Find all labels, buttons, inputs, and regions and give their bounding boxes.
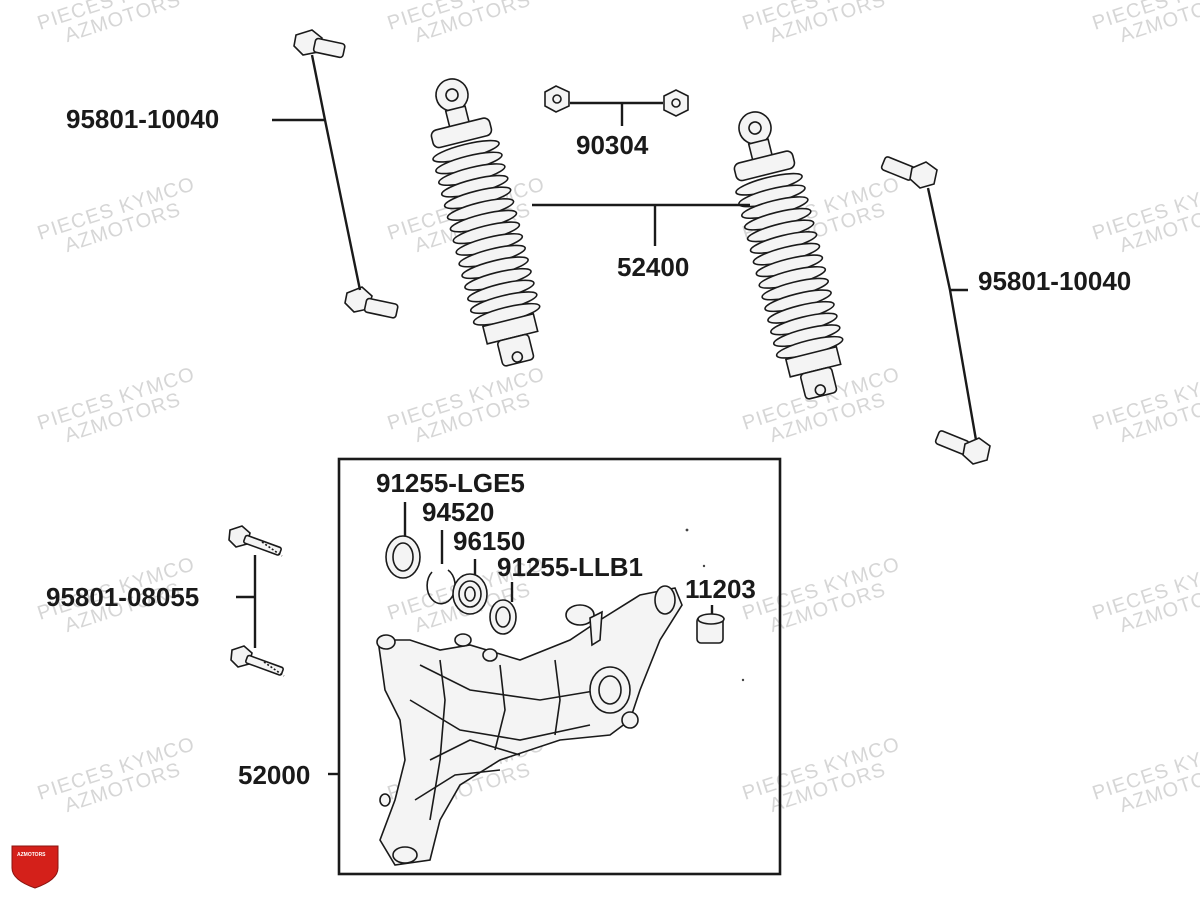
part-label-94520: 94520 (422, 497, 494, 527)
part-label-52000: 52000 (238, 760, 310, 790)
shock-absorber-left (430, 78, 541, 367)
watermark-text: PIECES KYMCOAZMOTORS (385, 0, 554, 54)
watermark-text: PIECES KYMCOAZMOTORS (1090, 733, 1200, 824)
bolt-lower-left-lower (230, 645, 285, 677)
part-label-95801-10040-right: 95801-10040 (978, 266, 1131, 296)
watermark-text: PIECES KYMCOAZMOTORS (35, 0, 204, 54)
oil-seal (385, 535, 421, 579)
part-label-90304: 90304 (576, 130, 649, 160)
watermark-text: PIECES KYMCOAZMOTORS (740, 733, 909, 824)
watermark-text: PIECES KYMCOAZMOTORS (35, 733, 204, 824)
watermark-text: PIECES KYMCOAZMOTORS (1090, 0, 1200, 54)
part-label-96150: 96150 (453, 526, 525, 556)
shock-absorber-right (733, 111, 844, 400)
bolt-top-left-lower (344, 286, 399, 319)
watermark-text: PIECES KYMCOAZMOTORS (740, 553, 909, 644)
logo-text: AZMOTORS (17, 852, 46, 858)
watermark-text: PIECES KYMCOAZMOTORS (35, 173, 204, 264)
part-label-91255-LLB1: 91255-LLB1 (497, 552, 643, 582)
nut-left (544, 85, 570, 113)
part-label-91255-LGE5: 91255-LGE5 (376, 468, 525, 498)
azmotors-logo: AZMOTORS (11, 845, 59, 889)
bolt-right-upper (880, 156, 938, 189)
part-label-52400: 52400 (617, 252, 689, 282)
watermark-text: PIECES KYMCOAZMOTORS (1090, 173, 1200, 264)
watermark-text: PIECES KYMCOAZMOTORS (1090, 553, 1200, 644)
circlip (426, 569, 456, 605)
watermark-text: PIECES KYMCOAZMOTORS (740, 0, 909, 54)
bolt-lower-left-upper (228, 525, 283, 557)
bolt-right-lower (934, 430, 991, 465)
part-label-95801-08055: 95801-08055 (46, 582, 199, 612)
watermark-text: PIECES KYMCOAZMOTORS (385, 363, 554, 454)
bushing (696, 613, 725, 644)
swing-arm-box (337, 457, 782, 876)
oil-seal-2 (489, 599, 517, 635)
bolt-top-left-upper (293, 29, 346, 59)
watermark-text: PIECES KYMCOAZMOTORS (35, 363, 204, 454)
nut-right (663, 89, 689, 117)
bearing (452, 573, 488, 615)
swing-arm (376, 585, 683, 866)
part-label-95801-10040-left: 95801-10040 (66, 104, 219, 134)
part-label-11203: 11203 (685, 574, 756, 604)
watermark-text: PIECES KYMCOAZMOTORS (1090, 363, 1200, 454)
